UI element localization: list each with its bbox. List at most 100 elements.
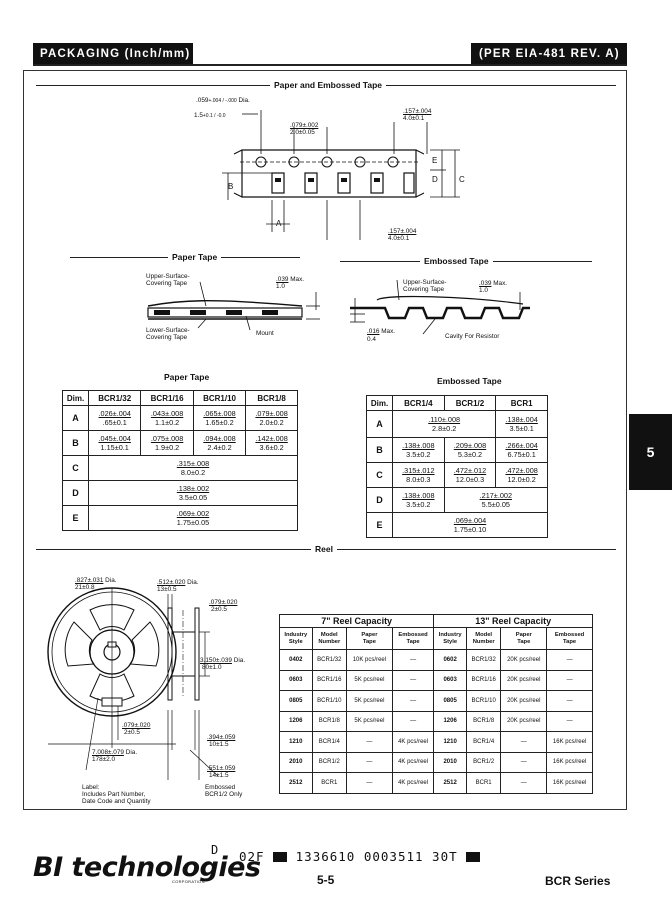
embossed-upper-text: Upper-Surface- Covering Tape [403,279,447,293]
hole-dia-inch-tol: +.004 / -.000 [208,98,237,104]
reel-sub-embossed: Embossed Tape [391,627,435,650]
cell-inch: .315±.008 [176,459,210,468]
reel-cell: 10K pcs/reel [346,649,393,671]
reel-sub-model: Model Number [311,627,348,650]
cell-mm: 3.5±0.2 [406,450,431,459]
reel-cell: 0805 [279,690,313,712]
embossed-col-dim: Dim. [366,395,393,411]
hole-dia-inch-value: .059 [196,97,209,104]
cell-mm: 8.0±0.3 [406,475,431,484]
reel-cell: BCR1 [465,772,502,794]
pitch-bottom-inch: .157±.004 [388,228,417,235]
reel-cell: — [391,690,435,712]
reel-t1-inch: .394±.059 [207,734,236,741]
logo-text: BI technologies [33,852,261,883]
reel-cell: 5K pcs/reel [346,690,393,712]
barcode-line: 02F 1336610 0003511 30T [239,849,481,864]
reel-diagram [47,587,219,780]
reel-cell: 0805 [433,690,467,712]
paper-lower-label: Lower-Surface- Covering Tape [146,327,190,341]
reel-cell: 20K pcs/reel [500,669,548,691]
cell-mm: 12.0±0.2 [507,475,536,484]
reel-t2-inch: .551±.059 [207,765,236,772]
reel-cell: 16K pcs/reel [546,772,593,794]
table-row: 0402 BCR1/32 10K pcs/reel — 0602 BCR1/32… [279,649,593,671]
cell-mm: 1.9±0.2 [154,443,180,452]
reel-cell: — [546,710,593,732]
cell-inch: .069±.002 [176,509,210,518]
reel-cell: BCR1/32 [465,649,502,671]
hole-dia-mm: 1.5+0.1 / -0.0 [194,112,226,120]
embossed-col-3: BCR1 [495,395,548,411]
reel-cell: BCR1/2 [465,751,502,773]
reel-cell: 0603 [279,669,313,691]
paper-mount-label: Mount [256,330,274,337]
series-name: BCR Series [545,874,611,888]
cell-inch: .069±.004 [453,516,487,525]
reel-cell: 0402 [279,649,313,671]
reel-cell: — [346,731,393,753]
reel-cell: — [546,669,593,691]
barcode-block-2 [466,852,481,862]
cell-inch: .138±.002 [176,484,210,493]
cell-mm: 3.5±0.05 [178,493,208,502]
embossed-max-label: .039 Max. [479,280,507,287]
reel-cell: 0603 [433,669,467,691]
reel-sub-embossed-13: Embossed Tape [546,627,593,650]
dim-cell: B [62,430,89,456]
cell-mm: 1.65±0.2 [205,418,234,427]
reel-cell: 2010 [433,751,467,773]
reel-hub: 3.150±.039 Dia. [200,657,245,664]
paper-table-header-row: Dim. BCR1/32 BCR1/16 BCR1/10 BCR1/8 [62,390,298,406]
header-left-bar: PACKAGING (Inch/mm) [33,43,193,65]
table-row: 1206 BCR1/8 5K pcs/reel — 1206 BCR1/8 20… [279,710,593,732]
company-logo: BI technologies [33,852,261,883]
reel-cell: BCR1/4 [311,731,348,753]
cell-inch: .138±.004 [505,415,538,424]
embossed-upper-label: Upper-Surface- Covering Tape [403,279,447,293]
cell-inch: .472±.008 [505,466,538,475]
embossed-thick-suffix: Max. [381,328,396,335]
reel-hub-suffix: Dia. [233,657,246,664]
reel-cell: — [391,649,435,671]
cell-inch: .043±.008 [150,409,184,418]
reel-dia2-suffix: Dia. [187,579,199,586]
paper-max-label: .039 Max. [276,276,304,283]
cell-inch: .266±.004 [505,441,538,450]
pitch-top-inch: .157±.004 [403,108,432,115]
embossed-thick-inch: .016 [367,328,380,335]
reel-dia1-inch: .827±.031 [75,577,104,584]
reel-cell: 20K pcs/reel [500,649,548,671]
reel-cell: 4K pcs/reel [391,751,435,773]
reel-cell: — [391,669,435,691]
paper-col-4: BCR1/8 [245,390,298,406]
dim-cell: D [62,480,89,506]
cell-mm: 1.75±0.10 [453,525,487,534]
reel-outer-mm: 178±2.0 [92,756,116,763]
hole-dia-suffix: Dia. [238,97,250,104]
table-row: 1210 BCR1/4 — 4K pcs/reel 1210 BCR1/4 — … [279,731,593,753]
cell-mm: 3.5±0.2 [406,500,431,509]
cell-inch: .217±.002 [479,491,513,500]
logo-subtext: CORPORATION [172,879,205,884]
reel-hub-mm: 80±1.0 [202,664,222,671]
reel-capacity-table: 7" Reel Capacity 13" Reel Capacity Indus… [278,614,593,794]
hole-dia-mm-tol: +0.1 / -0.0 [202,113,226,119]
pitch-small-mm: 2.0±0.05 [290,129,315,136]
cell-mm: 1.15±0.1 [100,443,129,452]
barcode-code1: 02F [239,849,265,864]
cell-inch: .142±.008 [255,434,288,443]
embossed-col-1: BCR1/4 [392,395,445,411]
reel-dia1-mm: 21±0.8 [75,584,95,591]
dim-label-b: B [228,182,234,191]
reel-13in-caption: 13" Reel Capacity [433,614,593,628]
